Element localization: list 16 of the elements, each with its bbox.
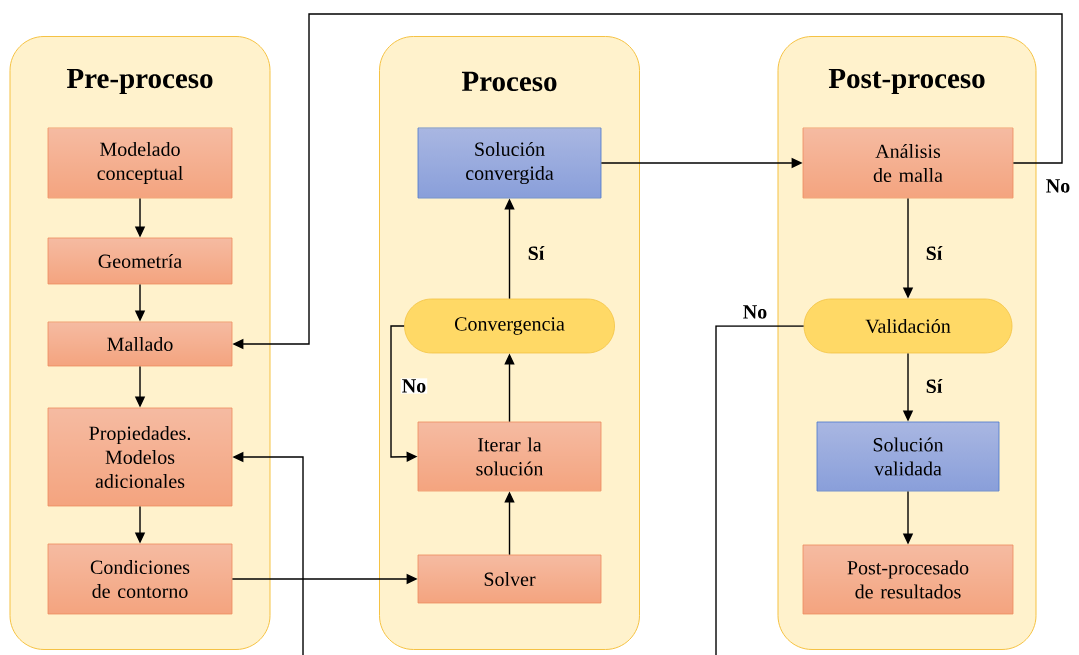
process-box: Análisis de malla xyxy=(802,127,1014,199)
process-box: Condiciones de contorno xyxy=(47,543,233,615)
result-box: Solución validada xyxy=(816,421,1000,492)
process-box: Mallado xyxy=(47,321,233,367)
result-box: Solución convergida xyxy=(417,127,602,199)
decision-pill: Validación xyxy=(803,298,1013,354)
process-box: Iterar la solución xyxy=(417,421,602,492)
process-box: Post-procesado de resultados xyxy=(802,544,1014,615)
edge-label: No xyxy=(1044,178,1072,194)
process-box: Geometría xyxy=(47,237,233,285)
decision-pill: Convergencia xyxy=(404,298,615,354)
process-box: Solver xyxy=(417,554,602,604)
edge-label: No xyxy=(741,304,769,320)
edge-label: No xyxy=(400,378,428,394)
process-box: Propiedades. Modelos adicionales xyxy=(47,407,233,507)
process-box: Modelado conceptual xyxy=(47,127,233,199)
